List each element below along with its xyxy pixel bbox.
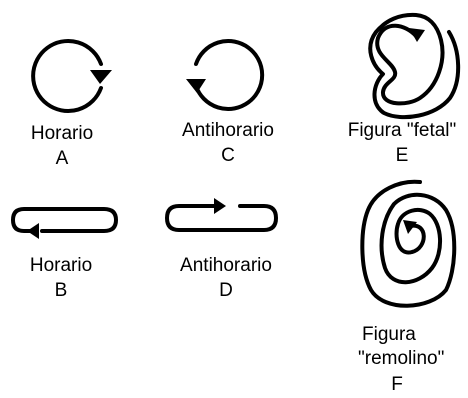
counterclockwise-arrowhead-icon xyxy=(186,79,206,93)
figure-f-spiral: Figura "remolino" F xyxy=(358,182,454,395)
spiral-path xyxy=(362,182,454,306)
clockwise-rectangle-arrowhead-icon xyxy=(27,223,39,239)
figure-c-counterclockwise-circle: Antihorario C xyxy=(182,41,274,166)
figure-e-name: Figura "fetal" xyxy=(348,120,457,141)
figure-d-counterclockwise-rectangle: Antihorario D xyxy=(167,198,276,301)
figure-f-name-line1: Figura xyxy=(362,324,416,345)
counterclockwise-circle-path xyxy=(196,41,262,109)
figure-d-letter: D xyxy=(219,280,233,301)
counterclockwise-rectangle-path xyxy=(167,206,276,230)
figure-a-clockwise-circle: Horario A xyxy=(31,41,112,169)
figure-a-name: Horario xyxy=(31,123,93,144)
figure-b-name: Horario xyxy=(30,255,92,276)
figure-c-name: Antihorario xyxy=(182,120,274,141)
counterclockwise-rectangle-arrowhead-icon xyxy=(214,198,226,214)
figure-a-letter: A xyxy=(56,148,69,169)
figure-f-name-line2: "remolino" xyxy=(358,348,444,369)
clockwise-circle-path xyxy=(33,41,101,111)
clockwise-arrowhead-icon xyxy=(90,70,112,84)
figure-e-letter: E xyxy=(396,145,409,166)
fetal-arrowhead-icon xyxy=(409,28,425,42)
figure-b-letter: B xyxy=(55,280,68,301)
figure-d-name: Antihorario xyxy=(180,255,272,276)
figure-e-fetal-curve: Figura "fetal" E xyxy=(348,15,458,166)
figure-c-letter: C xyxy=(221,145,235,166)
clockwise-rectangle-path xyxy=(13,209,116,231)
figure-f-letter: F xyxy=(391,374,403,395)
figure-b-clockwise-rectangle: Horario B xyxy=(13,209,116,301)
